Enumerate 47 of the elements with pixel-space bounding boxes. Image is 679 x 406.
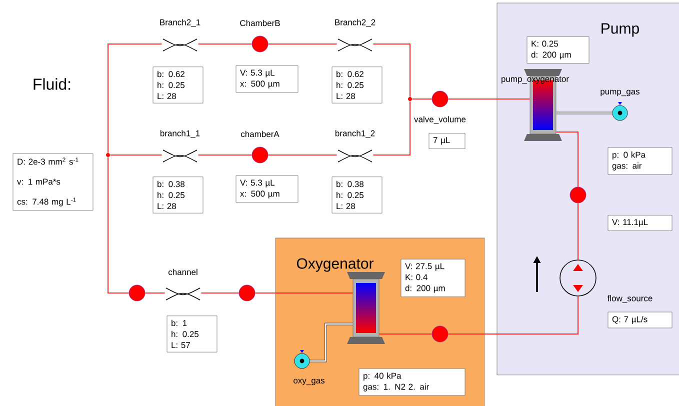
fluid-line [372, 44, 410, 98]
parameter-box: Q: 7 µL/s [608, 312, 672, 328]
parameter-box: b: 0.38 h: 0.25 L: 28 [332, 176, 382, 214]
component-label: oxy_gas [294, 378, 325, 386]
fluid-line [108, 44, 162, 154]
chamber-circle [128, 284, 146, 302]
fluid-line [556, 132, 578, 188]
chamber-circle [238, 284, 256, 302]
fluid-line [144, 292, 166, 294]
parameter-box: b: 0.62 h: 0.25 L: 28 [332, 66, 382, 104]
parameter-box: V: 27.5 µL K: 0.4 d: 200 µm [400, 258, 466, 298]
gas-line [310, 322, 353, 362]
fluid-line [448, 98, 530, 100]
parameter-box: p: 0 kPa gas: air [608, 147, 672, 175]
parameter-box: b: 1 h: 0.25 L: 57 [166, 316, 218, 352]
parameter-box: D: 2e-3 mm$^{2}$ s$^{-1}$ v: 1 mPa*s cs: 7.48 mg L$^{-1}$ [12, 153, 94, 211]
gas-line [556, 112, 612, 114]
component-label: ChamberB [240, 20, 280, 26]
parameter-box: b: 0.62 h: 0.25 L: 28 [152, 66, 204, 104]
parameter-box: V: 11.1µL [608, 215, 672, 231]
fluid-line [372, 100, 410, 156]
fluid-line [198, 154, 252, 156]
parameter-box: p: 40 kPa gas: 1. N2 2. air [358, 368, 466, 396]
section-heading: Fluid: [34, 78, 70, 90]
fluid-line [254, 292, 354, 294]
component-label: valve_volume [414, 116, 466, 124]
component-label: Branch2_1 [160, 19, 200, 27]
component-label: branch1_1 [160, 130, 200, 138]
parameter-box: V: 5.3 µL x: 500 µm [236, 175, 298, 203]
parameter-box: V: 5.3 µL x: 500 µm [236, 65, 298, 93]
fluid-line [412, 98, 432, 100]
component-label: flow_source [607, 295, 652, 303]
fluid-line [448, 296, 578, 334]
component-label: pump_gas [600, 90, 640, 96]
fluid-line [110, 154, 162, 156]
fluid-line [268, 154, 338, 156]
parameter-box: 7 µL [428, 133, 466, 149]
chamber-circle [432, 326, 448, 342]
component-label: branch1_2 [335, 130, 375, 138]
fluid-line [200, 292, 240, 294]
parameter-box: b: 0.38 h: 0.25 L: 28 [152, 176, 204, 214]
component-label: channel [168, 268, 198, 276]
chamber-circle [570, 186, 586, 204]
component-label: chamberA [241, 130, 280, 138]
parameter-box: K: 0.25 d: 200 µm [526, 36, 590, 64]
fluid-line [108, 156, 130, 294]
component-label: Branch2_2 [335, 19, 376, 27]
